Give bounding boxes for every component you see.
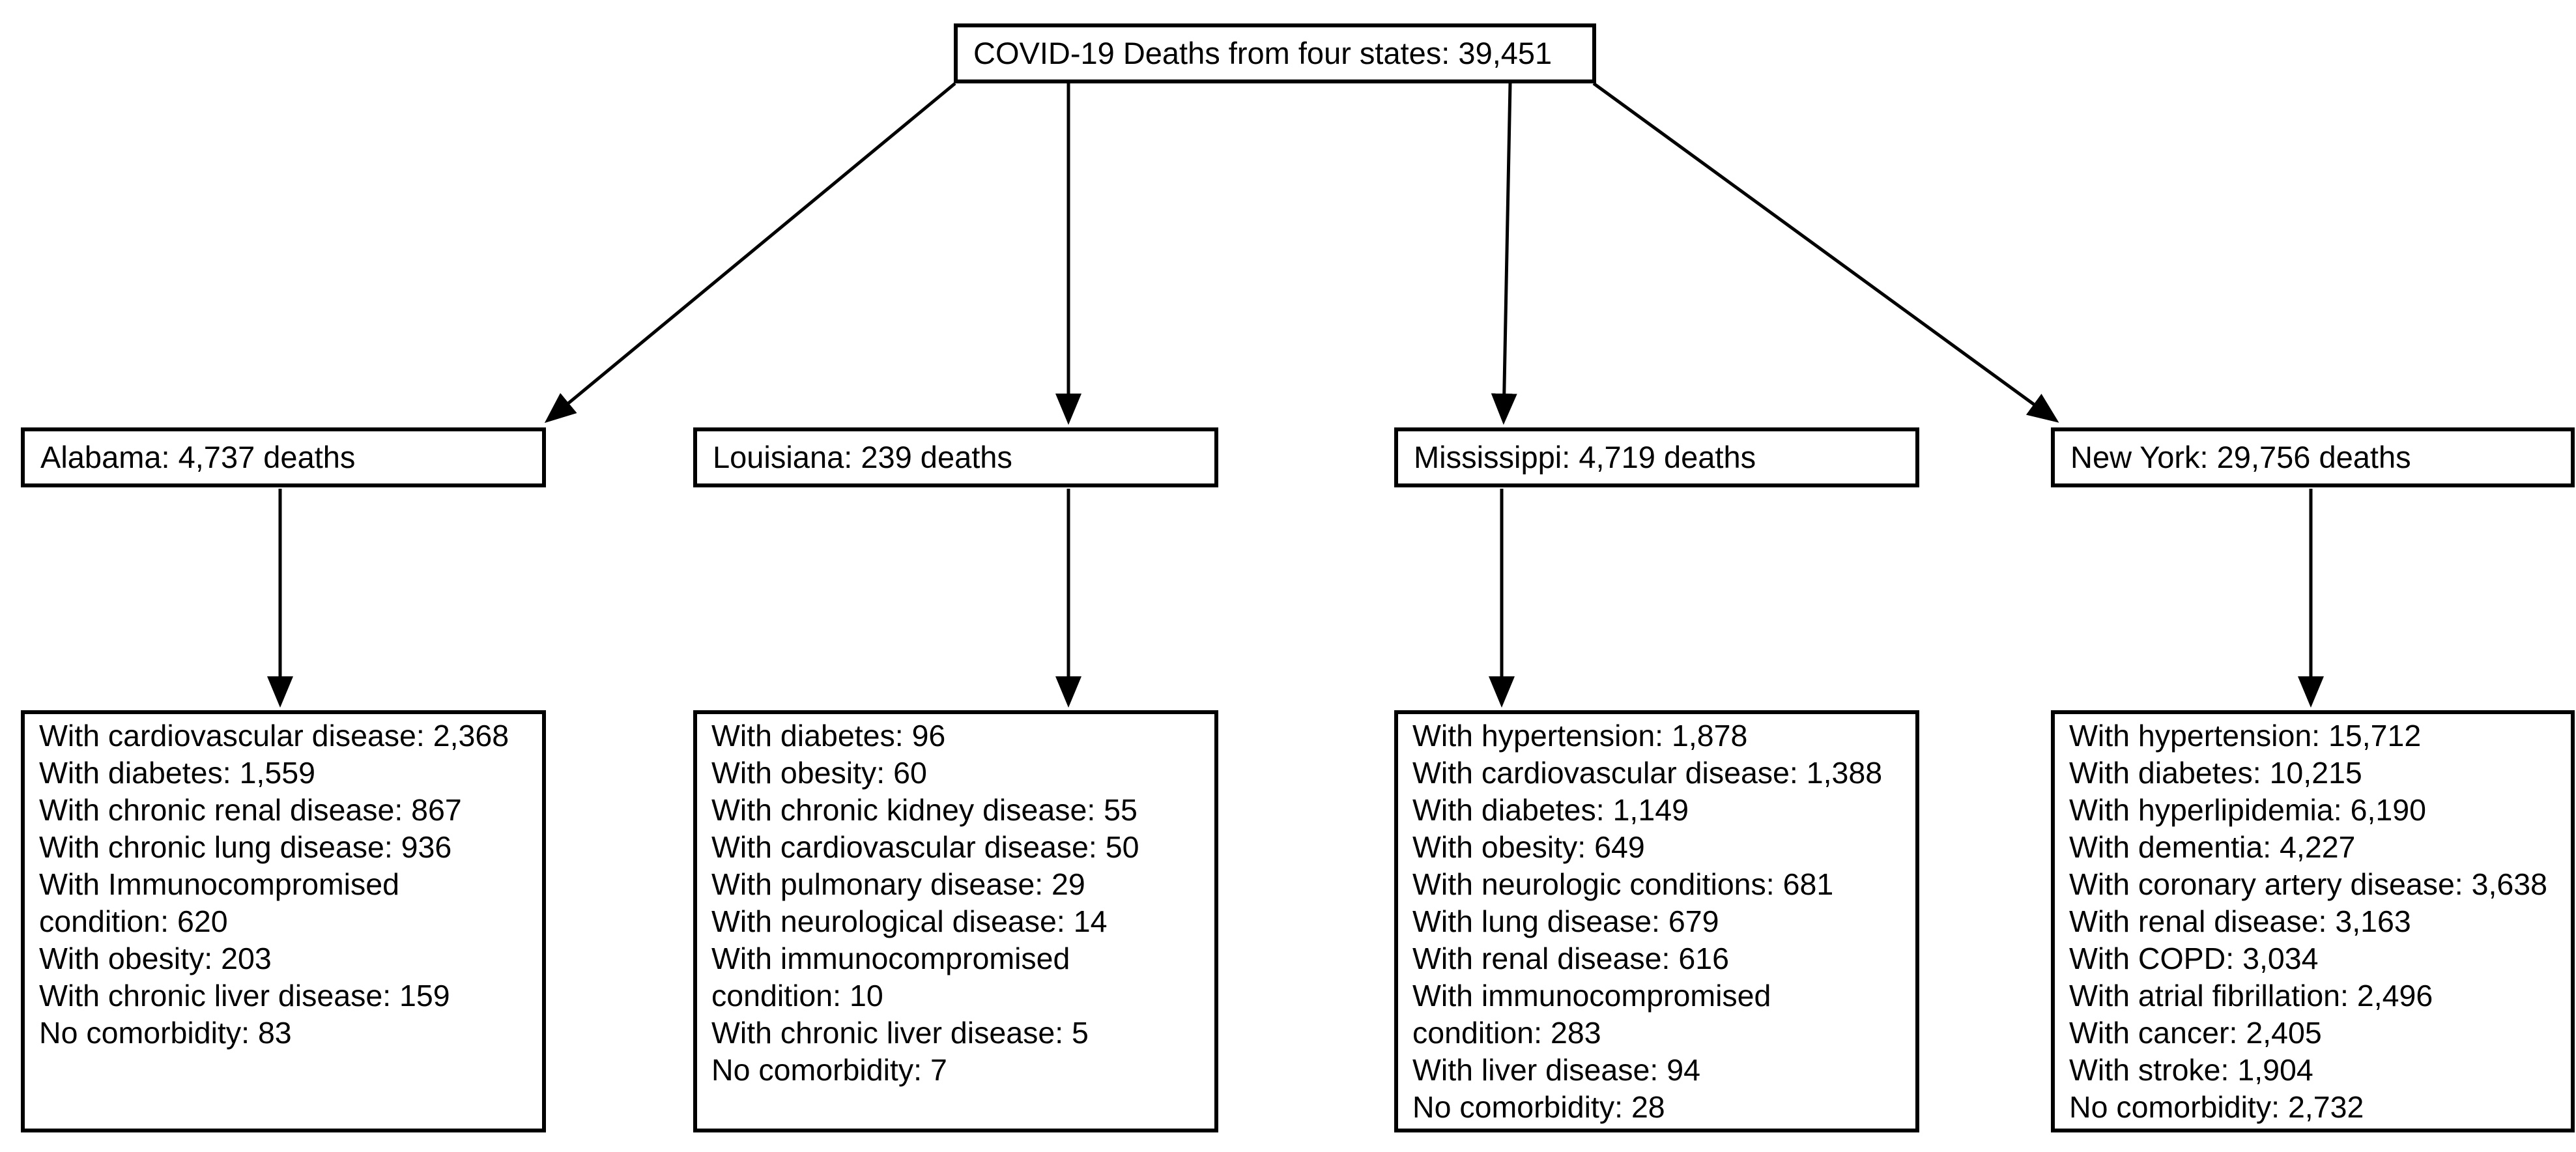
comorbidity-line: With cardiovascular disease: 50 <box>711 830 1139 864</box>
comorbidity-line: With diabetes: 10,215 <box>2069 756 2362 790</box>
comorbidity-line: With obesity: 203 <box>39 942 272 975</box>
comorbidity-line: With neurologic conditions: 681 <box>1412 867 1834 901</box>
state-box-alabama: Alabama: 4,737 deaths <box>21 427 546 487</box>
state-box-mississippi-label: Mississippi: 4,719 deaths <box>1414 439 1756 474</box>
comorbidity-line: With lung disease: 679 <box>1412 904 1719 938</box>
arrow-total-to-mississippi <box>1491 83 1517 425</box>
comorbidity-line: No comorbidity: 2,732 <box>2069 1090 2364 1124</box>
comorbidity-line: With hyperlipidemia: 6,190 <box>2069 793 2426 827</box>
comorbidity-line: With stroke: 1,904 <box>2069 1053 2313 1087</box>
comorbidity-line: With chronic liver disease: 5 <box>711 1016 1089 1050</box>
state-box-mississippi: Mississippi: 4,719 deaths <box>1394 427 1919 487</box>
comorbidity-line: With neurological disease: 14 <box>711 904 1108 938</box>
arrow-total-to-alabama <box>544 82 956 424</box>
comorbidity-line: With cardiovascular disease: 1,388 <box>1412 756 1883 790</box>
comorbidity-line: With coronary artery disease: 3,638 <box>2069 867 2548 901</box>
comorbidity-line: With chronic renal disease: 867 <box>39 793 462 827</box>
state-box-new-york: New York: 29,756 deaths <box>2051 427 2575 487</box>
comorbidity-line: With renal disease: 3,163 <box>2069 904 2411 938</box>
comorbidity-line: With diabetes: 1,559 <box>39 756 315 790</box>
state-box-louisiana-label: Louisiana: 239 deaths <box>713 439 1012 474</box>
comorbidity-line: No comorbidity: 83 <box>39 1016 292 1050</box>
comorbidity-line: With liver disease: 94 <box>1412 1053 1700 1087</box>
comorbidity-line: With chronic liver disease: 159 <box>39 979 450 1013</box>
comorbidity-line: With Immunocompromised condition: 620 <box>39 867 399 938</box>
comorbidity-line: No comorbidity: 28 <box>1412 1090 1665 1124</box>
comorbidity-line: With chronic kidney disease: 55 <box>711 793 1138 827</box>
comorbidity-line: With atrial fibrillation: 2,496 <box>2069 979 2433 1013</box>
comorbidity-line: With immunocompromised condition: 283 <box>1412 979 1771 1050</box>
total-deaths-box: COVID-19 Deaths from four states: 39,451 <box>954 23 1596 83</box>
comorbidity-line: No comorbidity: 7 <box>711 1053 947 1087</box>
comorbidity-line: With renal disease: 616 <box>1412 942 1729 975</box>
comorbidity-line: With pulmonary disease: 29 <box>711 867 1085 901</box>
comorbidity-line: With cancer: 2,405 <box>2069 1016 2322 1050</box>
total-deaths-label: COVID-19 Deaths from four states: 39,451 <box>973 35 1553 70</box>
comorbidity-line: With cardiovascular disease: 2,368 <box>39 719 509 753</box>
state-box-new-york-label: New York: 29,756 deaths <box>2070 439 2411 474</box>
arrow-total-to-new-york <box>1592 81 2059 423</box>
comorbidity-line: With dementia: 4,227 <box>2069 830 2356 864</box>
comorbidity-line: With diabetes: 1,149 <box>1412 793 1689 827</box>
comorbidity-line: With chronic lung disease: 936 <box>39 830 452 864</box>
comorbidity-line: With hypertension: 15,712 <box>2069 719 2422 753</box>
comorbidity-line: With obesity: 649 <box>1412 830 1645 864</box>
comorbidity-line: With COPD: 3,034 <box>2069 942 2319 975</box>
comorbidity-line: With hypertension: 1,878 <box>1412 719 1748 753</box>
comorbidity-line: With diabetes: 96 <box>711 719 946 753</box>
state-box-alabama-label: Alabama: 4,737 deaths <box>40 439 356 474</box>
state-box-louisiana: Louisiana: 239 deaths <box>693 427 1218 487</box>
comorbidity-line: With immunocompromised condition: 10 <box>711 942 1070 1013</box>
comorbidity-line: With obesity: 60 <box>711 756 927 790</box>
